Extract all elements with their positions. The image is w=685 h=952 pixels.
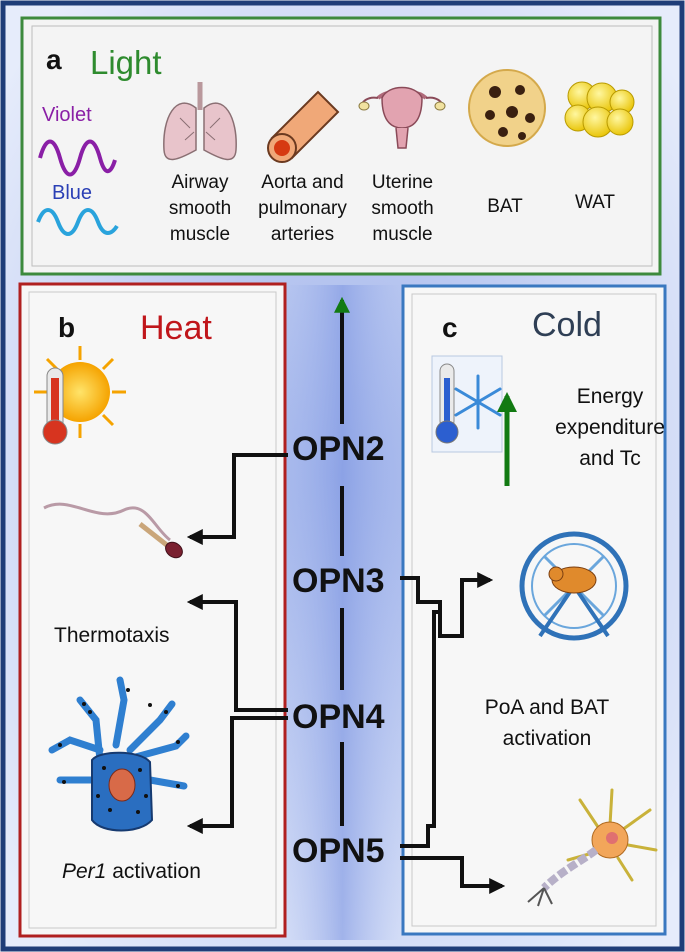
cold-title: Cold	[532, 306, 602, 344]
opn5-branch	[400, 610, 440, 848]
per1-rest: activation	[106, 860, 201, 883]
uterus-icon	[358, 86, 446, 149]
heat-thermometer-icon	[34, 346, 126, 445]
light-title: Light	[90, 44, 162, 81]
brown-fat-icon	[468, 69, 546, 147]
poa-line-1: PoA and BAT	[484, 696, 610, 719]
energy-line-2: expenditure	[555, 416, 665, 439]
energy-label: Energy expenditure and Tc	[555, 381, 665, 474]
uterine-line-2: smooth	[371, 198, 434, 219]
aorta-line-3: arteries	[270, 224, 335, 245]
cold-thermometer-icon	[431, 355, 503, 453]
aorta-label: Aorta and pulmonary arteries	[245, 170, 360, 248]
energy-line-1: Energy	[576, 385, 644, 408]
thermotaxis-label: Thermotaxis	[54, 624, 170, 647]
light-panel-inner	[31, 25, 653, 267]
panel-b-letter: b	[58, 312, 76, 343]
light-panel	[20, 16, 662, 276]
poa-line-2: activation	[502, 727, 592, 750]
artery-icon	[267, 90, 340, 163]
panel-a-letter: a	[46, 44, 62, 75]
airway-line-2: smooth	[168, 198, 232, 219]
poa-label: PoA and BAT activation	[472, 692, 622, 754]
aorta-line-1: Aorta and	[261, 172, 344, 193]
aorta-line-2: pulmonary	[258, 198, 347, 219]
per1-gene: Per1	[62, 860, 107, 883]
opn3-label: OPN3	[292, 562, 385, 600]
energy-line-3: and Tc	[579, 447, 641, 470]
opn2-label: OPN2	[292, 430, 385, 468]
arrow-opn3-wheel	[400, 572, 494, 638]
uterine-label: Uterine smooth muscle	[355, 170, 450, 248]
white-fat-icon	[564, 81, 635, 138]
uterine-line-1: Uterine	[371, 172, 434, 193]
cell-icon	[48, 676, 190, 832]
opn4-label: OPN4	[292, 698, 385, 736]
violet-wave	[38, 139, 117, 177]
arrow-opn4-thermotaxis	[186, 594, 288, 712]
hamster-wheel-icon	[519, 531, 629, 641]
wat-label: WAT	[574, 192, 616, 213]
bat-label: BAT	[487, 196, 523, 217]
arrows	[186, 296, 506, 894]
heat-panel-inner	[28, 291, 277, 929]
arrow-opn2-sperm	[186, 453, 288, 545]
uterine-line-3: muscle	[372, 224, 433, 245]
neuron-icon	[527, 788, 658, 907]
violet-label: Violet	[42, 104, 92, 126]
blue-wave	[36, 208, 119, 236]
sperm-icon	[43, 502, 183, 559]
airway-line-1: Airway	[171, 172, 229, 193]
airway-line-3: muscle	[169, 224, 231, 245]
blue-label: Blue	[52, 182, 93, 204]
cold-panel-inner	[411, 293, 657, 927]
opn5-label: OPN5	[292, 832, 385, 870]
arrow-opn4-per1	[186, 716, 288, 834]
lungs-icon	[163, 82, 237, 161]
per1-label: Per1 activation	[62, 856, 201, 887]
arrow-opn5-neuron	[400, 856, 506, 894]
panel-c-letter: c	[442, 312, 458, 343]
airway-label: Airway smooth muscle	[150, 170, 250, 248]
heat-title: Heat	[140, 309, 212, 347]
